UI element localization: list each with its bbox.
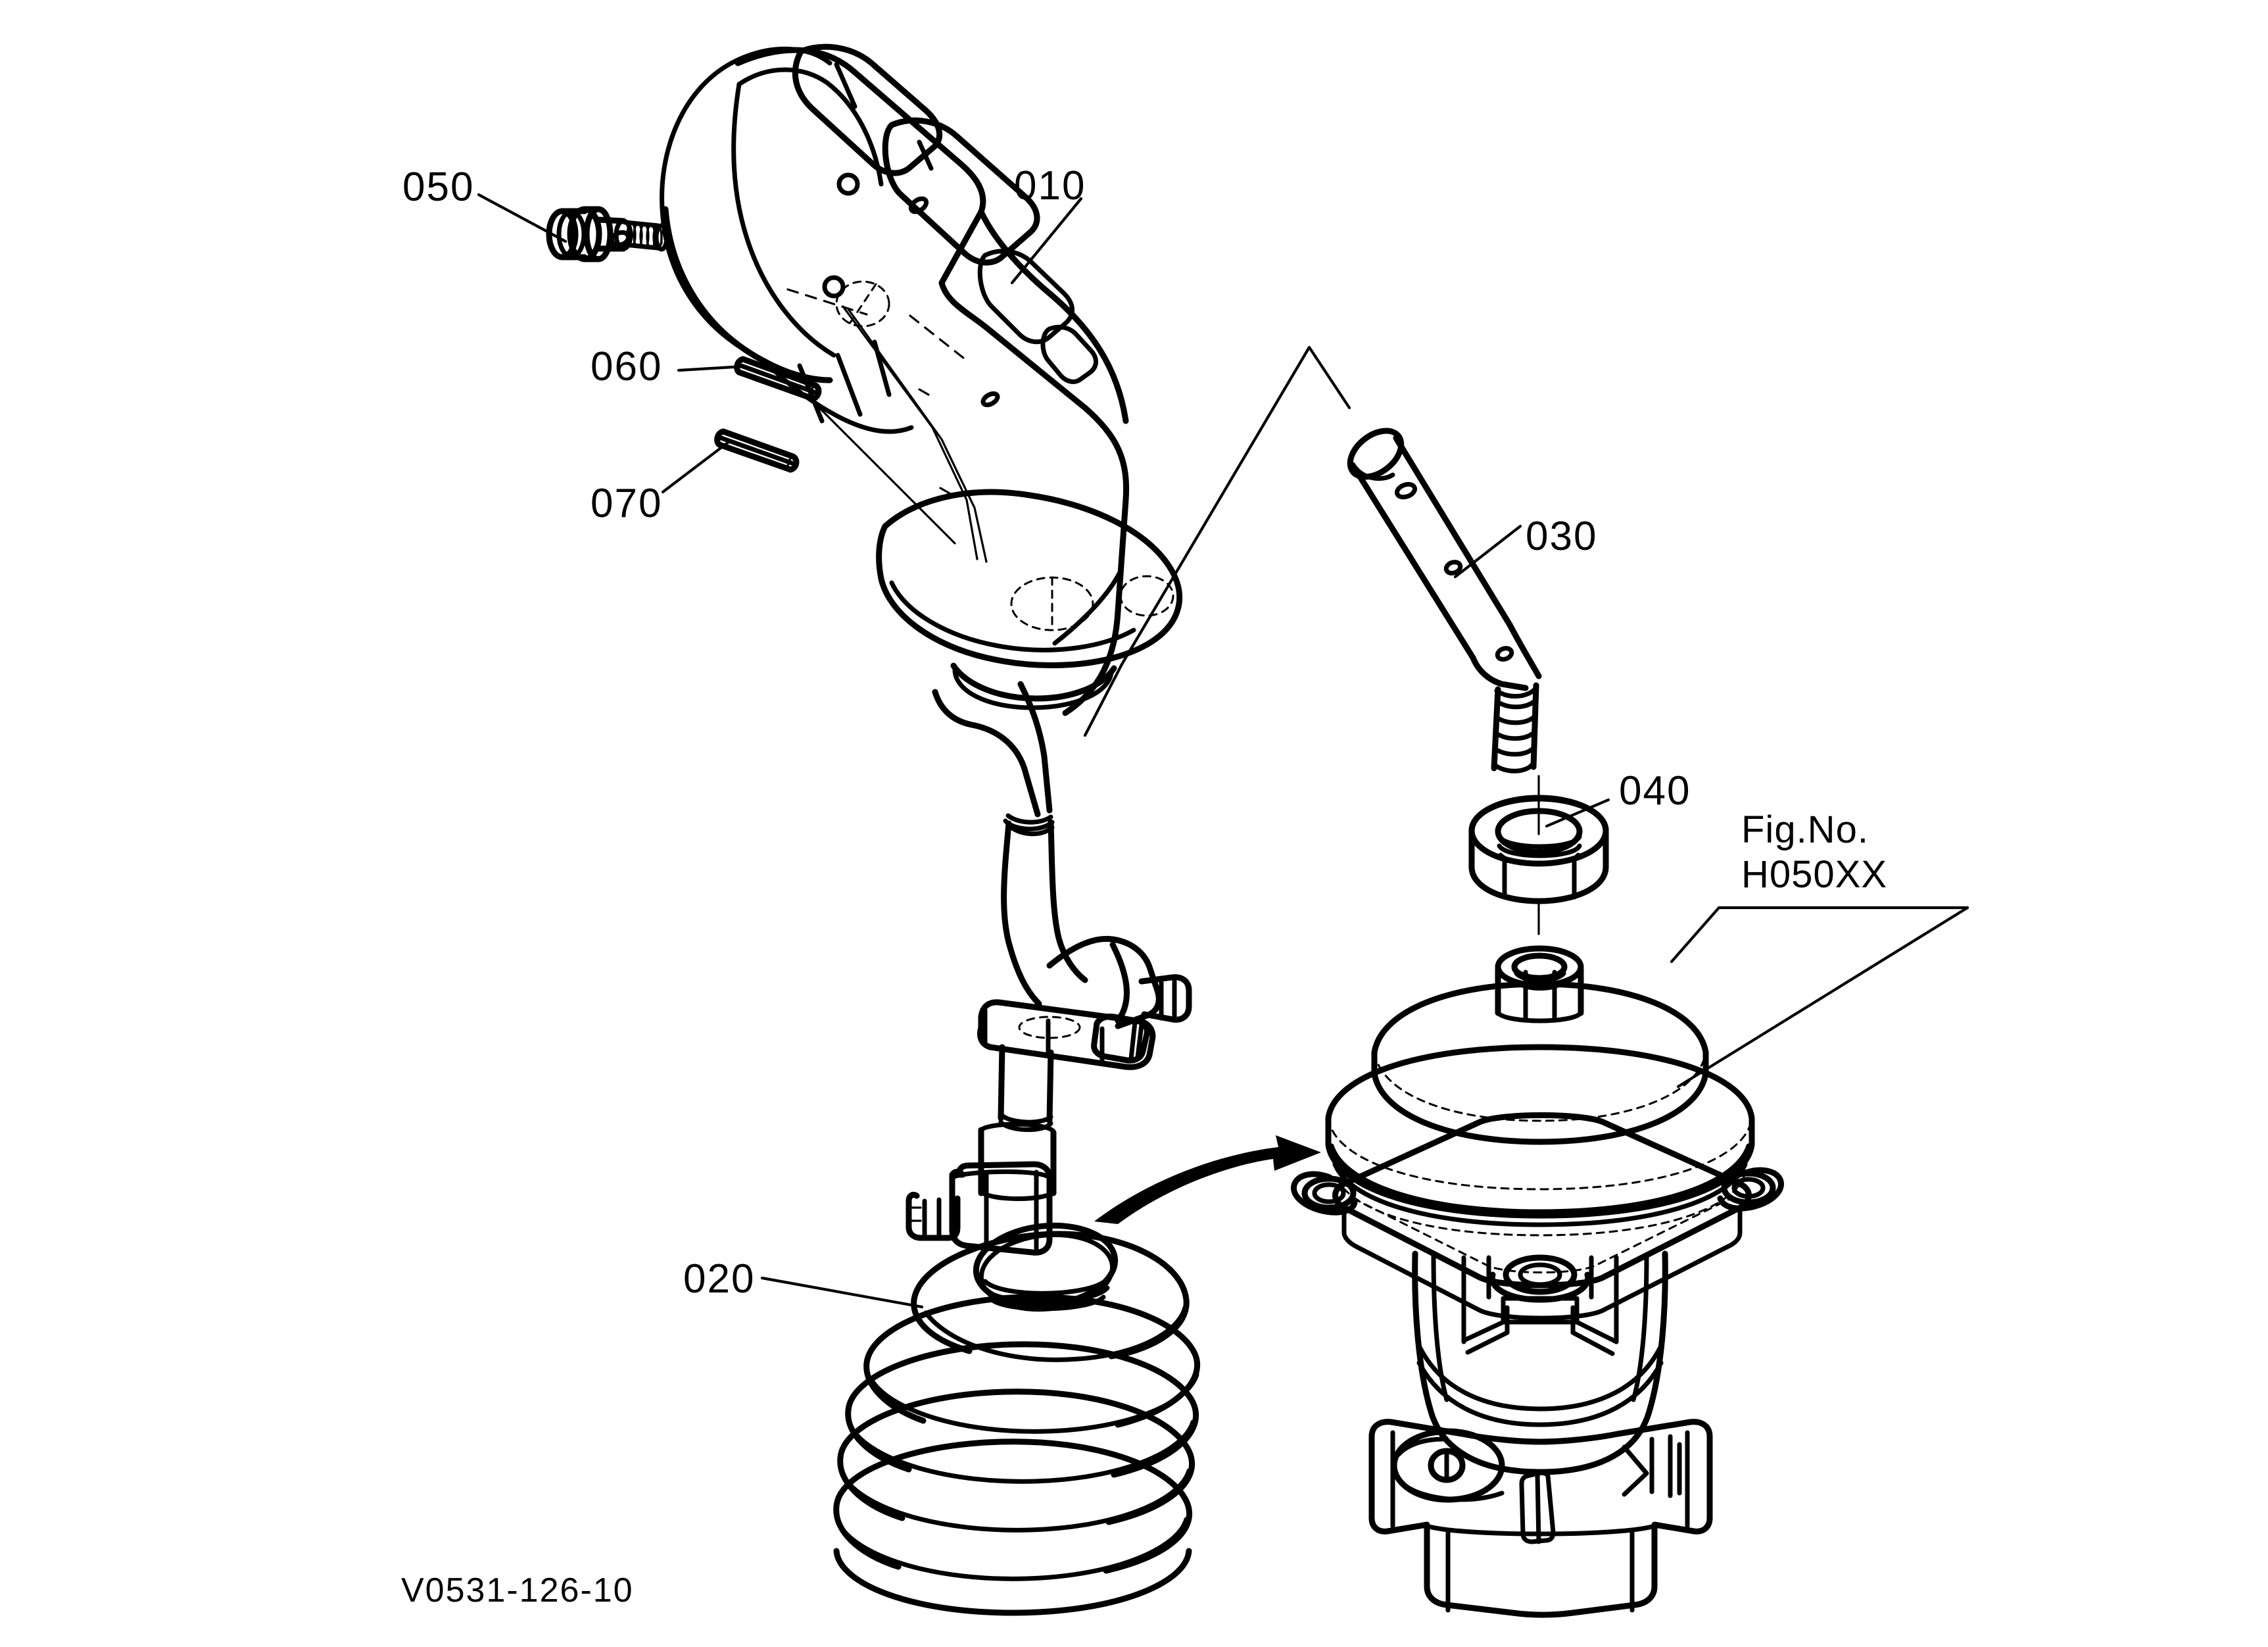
control-lever-rod-art xyxy=(1347,428,1542,774)
assembly-direction-arrow xyxy=(1094,1135,1321,1224)
roll-pin-lower-art xyxy=(714,428,800,473)
callout-030[interactable]: 030 xyxy=(1526,514,1598,559)
assembly-zigzag-connector xyxy=(1083,345,1351,737)
fig-no-label: Fig.No. xyxy=(1741,808,1869,851)
fig-no-block: Fig.No. H050XX xyxy=(1741,808,1887,898)
joystick-grip-assembly-art xyxy=(609,43,1183,716)
leader-010 xyxy=(1010,197,1083,285)
leader-050 xyxy=(477,193,567,243)
callout-040[interactable]: 040 xyxy=(1619,768,1691,814)
leader-070 xyxy=(661,440,731,494)
roll-pin-upper-art xyxy=(734,356,822,402)
callout-060[interactable]: 060 xyxy=(591,344,663,389)
callout-020[interactable]: 020 xyxy=(683,1256,756,1302)
drawing-number: V0531-126-10 xyxy=(401,1571,634,1610)
leader-020 xyxy=(760,1276,924,1309)
fig-note-leader xyxy=(1670,906,1969,1089)
leader-030 xyxy=(1453,524,1522,579)
callout-070[interactable]: 070 xyxy=(591,481,663,526)
callout-leader-lines xyxy=(477,193,1610,1309)
leader-040 xyxy=(1545,798,1610,828)
callout-050[interactable]: 050 xyxy=(402,164,475,210)
fig-no-value: H050XX xyxy=(1741,853,1888,897)
joystick-shaft-and-linkage-art xyxy=(905,681,1192,1256)
callout-010[interactable]: 010 xyxy=(1014,163,1086,209)
screw-with-washer-art xyxy=(546,206,669,262)
leader-060 xyxy=(677,364,746,372)
pilot-valve-assembly-art xyxy=(1291,945,1784,1618)
hex-nut-art xyxy=(1468,775,1609,935)
rubber-boot-art xyxy=(833,1222,1201,1616)
